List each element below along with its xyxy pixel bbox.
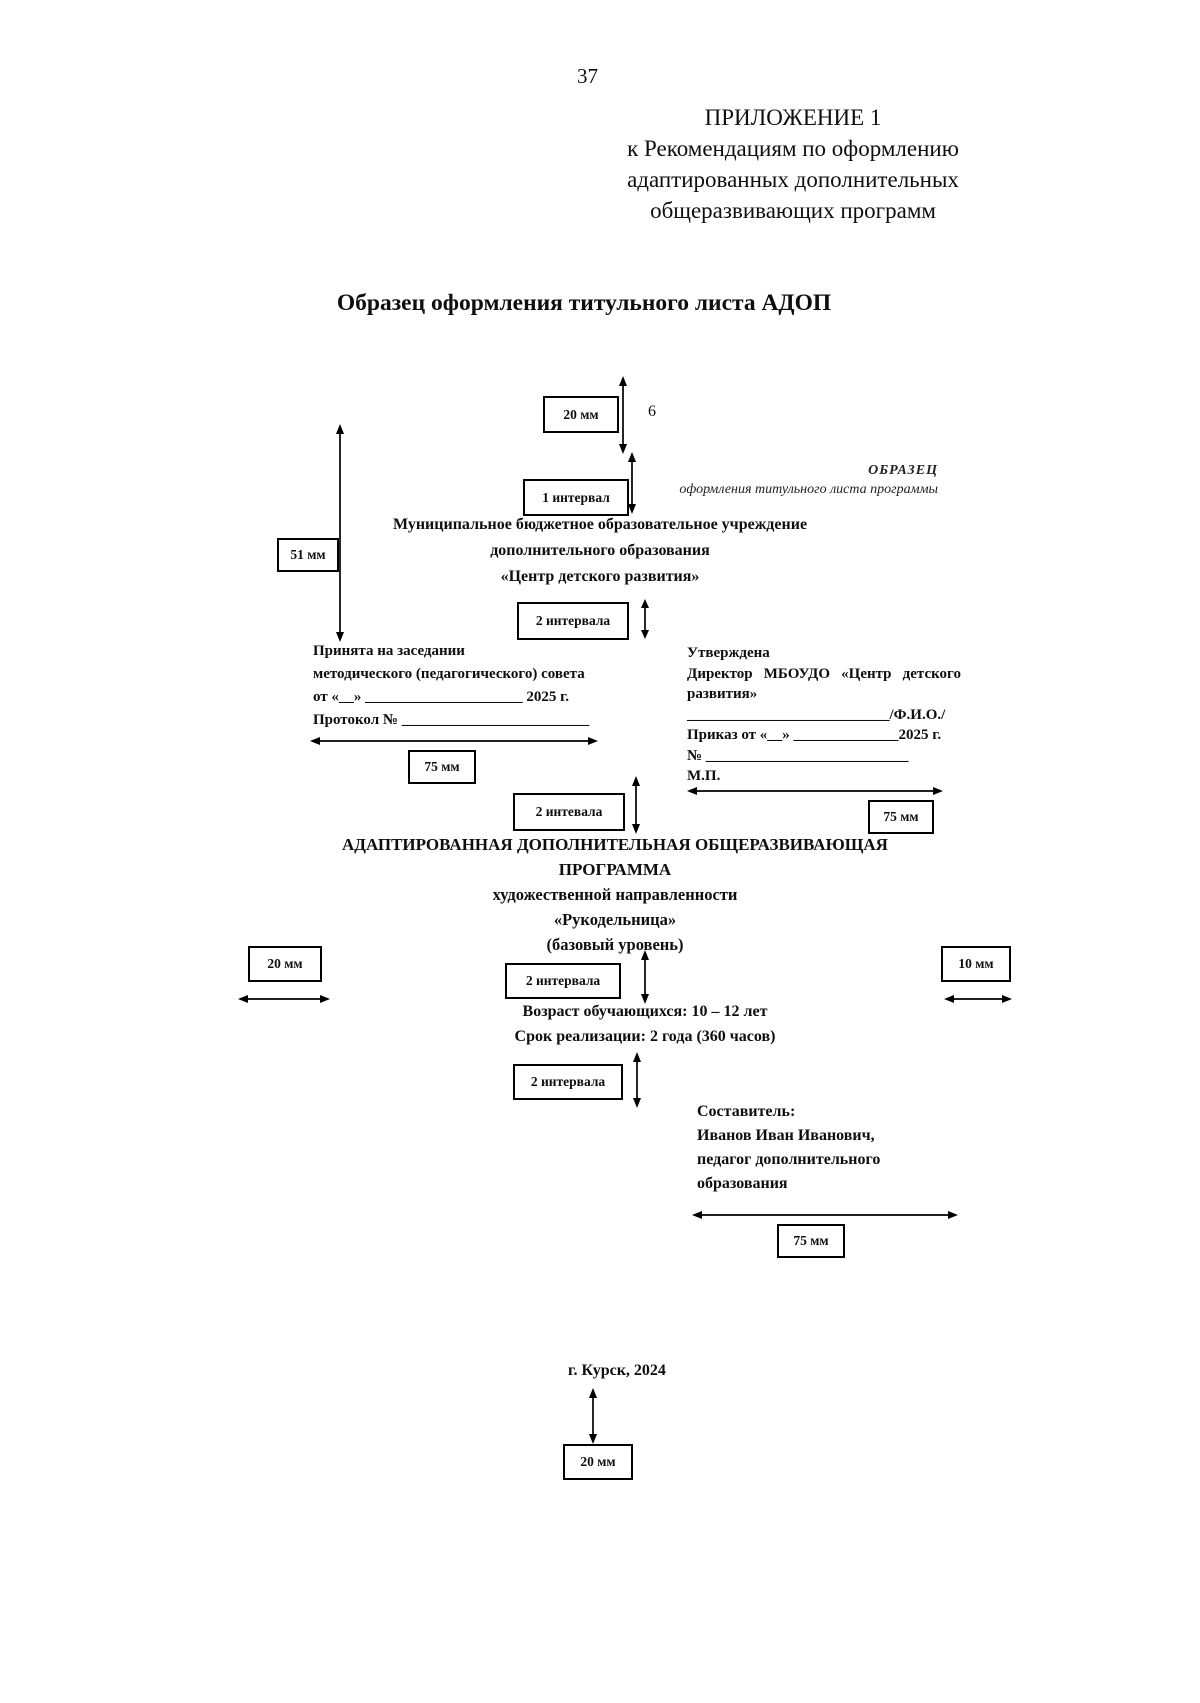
- duration-line: Срок реализации: 2 года (360 часов): [514, 1028, 776, 1045]
- accepted-line: методического (педагогического) совета: [313, 666, 585, 682]
- dim-box-width-75c: 75 мм: [777, 1224, 845, 1258]
- accepted-line: Принята на заседании: [313, 643, 465, 659]
- appendix-heading: ПРИЛОЖЕНИЕ 1 к Рекомендациям по оформлен…: [598, 102, 988, 226]
- dim-box-bottom-margin: 20 мм: [563, 1444, 633, 1480]
- appendix-line: общеразвивающих программ: [650, 198, 936, 223]
- dim-box-interval-2b: 2 интевала: [513, 793, 625, 831]
- composer-line: педагог дополнительного: [697, 1151, 881, 1168]
- arrow-top-margin: [619, 376, 627, 454]
- approved-line: Утверждена: [687, 645, 770, 661]
- institution-line: «Центр детского развития»: [500, 568, 700, 585]
- appendix-line: адаптированных дополнительных: [627, 167, 959, 192]
- accepted-line: Протокол № _________________________: [313, 712, 590, 728]
- approved-line: Приказ от «__» ______________2025 г.: [687, 727, 942, 743]
- program-direction: художественной направленности: [492, 885, 738, 904]
- arrow-width-75b: [687, 787, 943, 795]
- sample-watermark: ОБРАЗЕЦ оформления титульного листа прог…: [600, 461, 938, 499]
- city-year: г. Курск, 2024: [568, 1362, 666, 1379]
- dim-box-left-51: 51 мм: [277, 538, 339, 572]
- dim-box-interval-2a: 2 интервала: [517, 602, 629, 640]
- approved-line: № ___________________________: [687, 747, 909, 764]
- program-name: «Рукодельница»: [553, 910, 677, 929]
- program-title-block: АДАПТИРОВАННАЯ ДОПОЛНИТЕЛЬНАЯ ОБЩЕРАЗВИВ…: [300, 832, 930, 957]
- arrow-interval-2c: [641, 950, 649, 1004]
- sample-watermark-subtitle: оформления титульного листа программы: [679, 482, 938, 497]
- arrow-width-75c: [692, 1211, 958, 1219]
- approved-block: Утверждена Директор МБОУДО «Центр детско…: [687, 643, 961, 787]
- approved-line: М.П.: [687, 768, 721, 784]
- dim-box-width-75b: 75 мм: [868, 800, 934, 834]
- age-duration-block: Возраст обучающихся: 10 – 12 лет Срок ре…: [395, 999, 895, 1049]
- line-number: 6: [648, 403, 656, 420]
- arrow-left-margin: [238, 995, 330, 1003]
- arrow-interval-1: [628, 452, 636, 514]
- approved-line: Директор МБОУДО «Центр детского: [687, 665, 961, 682]
- arrow-interval-2b: [632, 776, 640, 834]
- appendix-title: ПРИЛОЖЕНИЕ 1: [704, 105, 882, 130]
- dim-box-interval-1: 1 интервал: [523, 479, 629, 516]
- composer-name: Иванов Иван Иванович,: [697, 1127, 875, 1144]
- figure-title: Образец оформления титульного листа АДОП: [336, 290, 832, 316]
- dim-box-top-margin: 20 мм: [543, 396, 619, 433]
- approved-line: ___________________________/Ф.И.О./: [687, 706, 946, 723]
- program-level: (базовый уровень): [546, 935, 684, 954]
- program-title-line: АДАПТИРОВАННАЯ ДОПОЛНИТЕЛЬНАЯ ОБЩЕРАЗВИВ…: [342, 835, 888, 854]
- dim-box-width-75a: 75 мм: [408, 750, 476, 784]
- accepted-block: Принята на заседании методического (педа…: [313, 640, 603, 732]
- composer-label: Составитель:: [697, 1103, 796, 1120]
- composer-line: образования: [697, 1175, 788, 1192]
- dim-box-right-margin: 10 мм: [941, 946, 1011, 982]
- arrow-interval-2a: [641, 599, 649, 639]
- institution-line: Муниципальное бюджетное образовательное …: [392, 516, 808, 533]
- appendix-line: к Рекомендациям по оформлению: [627, 136, 959, 161]
- composer-block: Составитель: Иванов Иван Иванович, педаг…: [697, 1100, 967, 1196]
- arrow-right-margin: [944, 995, 1012, 1003]
- approved-line: развития»: [687, 686, 758, 702]
- arrow-interval-2d: [633, 1052, 641, 1108]
- dim-box-interval-2c: 2 интервала: [505, 963, 621, 999]
- institution-name: Муниципальное бюджетное образовательное …: [300, 512, 900, 590]
- dim-box-interval-2d: 2 интервала: [513, 1064, 623, 1100]
- age-line: Возраст обучающихся: 10 – 12 лет: [522, 1003, 768, 1020]
- institution-line: дополнительного образования: [490, 542, 710, 559]
- arrow-bottom-margin: [589, 1388, 597, 1444]
- arrow-width-75a: [310, 737, 598, 745]
- dim-box-left-margin: 20 мм: [248, 946, 322, 982]
- arrow-left-51: [336, 424, 344, 642]
- page-number: 37: [577, 64, 598, 88]
- accepted-line: от «__» _____________________ 2025 г.: [313, 689, 570, 705]
- sample-watermark-title: ОБРАЗЕЦ: [868, 463, 938, 478]
- program-title-line: ПРОГРАММА: [558, 860, 672, 879]
